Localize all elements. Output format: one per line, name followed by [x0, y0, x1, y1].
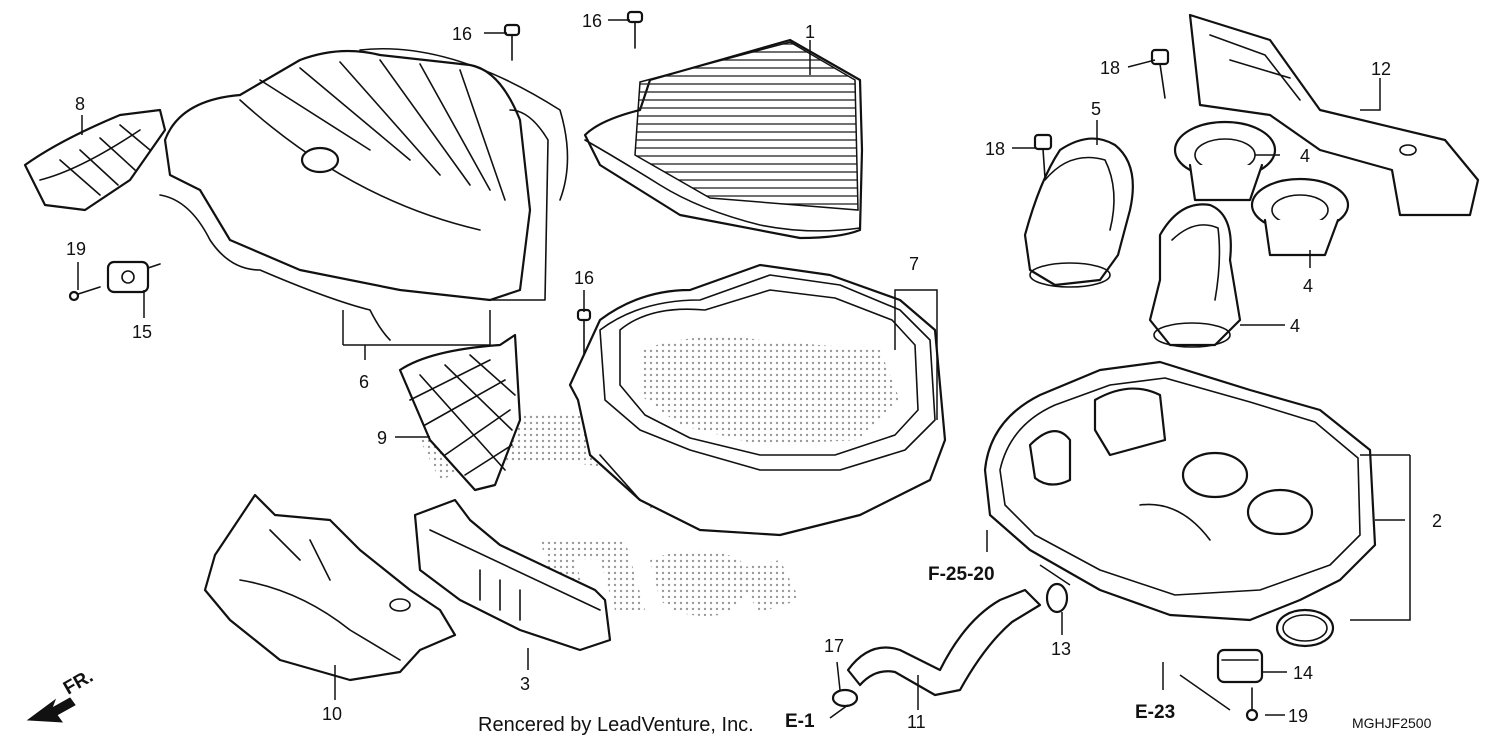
ref-f-25-20: F-25-20 [928, 564, 995, 585]
leader-lines [77, 19, 1411, 719]
part-12-plate [1188, 13, 1480, 217]
part-4-funnel-upper [1173, 120, 1277, 202]
part-4-funnel-right [1250, 177, 1350, 257]
part-18-screw-upper [1150, 48, 1170, 99]
part-8-intake-duct [23, 108, 167, 212]
part-3-bracket [413, 498, 612, 652]
callout-6: 6 [359, 372, 369, 392]
callout-17: 17 [824, 636, 844, 656]
callout-13: 13 [1051, 639, 1071, 659]
ref-e-23: E-23 [1135, 702, 1175, 723]
part-13-clip [1045, 582, 1069, 614]
part-7-air-cleaner-housing [568, 263, 947, 537]
part-11-drain-hose [846, 588, 1042, 697]
callout-4-right: 4 [1303, 276, 1313, 296]
callout-16-top: 16 [582, 11, 602, 31]
callout-labels: 1 2 3 4 4 4 5 6 7 8 9 10 11 12 13 14 15 … [66, 11, 1442, 732]
front-direction-arrow: FR. [26, 666, 97, 723]
callout-3: 3 [520, 674, 530, 694]
part-18-screw-lower [1033, 133, 1053, 179]
callout-10: 10 [322, 704, 342, 724]
part-6-air-cleaner-cover [159, 47, 569, 341]
part-9-grille [398, 333, 522, 492]
callout-8: 8 [75, 94, 85, 114]
part-5-intake-funnel [1023, 137, 1134, 288]
callout-16-center: 16 [574, 268, 594, 288]
callout-19-right: 19 [1288, 706, 1308, 726]
callout-12: 12 [1371, 59, 1391, 79]
part-15-sensor [106, 260, 161, 294]
callout-2: 2 [1432, 511, 1442, 531]
part-1-air-filter [583, 38, 864, 240]
part-19-screw-left [68, 286, 101, 302]
callout-19-left: 19 [66, 239, 86, 259]
diagram-code: MGHJF2500 [1352, 715, 1432, 731]
part-2-lower-housing [983, 360, 1377, 648]
part-17-clip [831, 688, 859, 708]
callout-14: 14 [1293, 663, 1313, 683]
front-label: FR. [60, 666, 97, 699]
callout-18-lower: 18 [985, 139, 1005, 159]
part-16-screw-top-center [626, 10, 644, 49]
part-4-funnel-lower [1148, 203, 1242, 348]
callout-7: 7 [909, 254, 919, 274]
callout-4-lower: 4 [1290, 316, 1300, 336]
part-14-sensor [1216, 648, 1264, 684]
part-16-screw-top-left [503, 23, 521, 61]
callout-4-upper: 4 [1300, 146, 1310, 166]
part-10-lower-cover [203, 493, 457, 682]
credit-text: Rencered by LeadVenture, Inc. [478, 714, 754, 736]
callout-9: 9 [377, 428, 387, 448]
callout-16-left: 16 [452, 24, 472, 44]
callout-11: 11 [907, 712, 926, 732]
part-19-screw-right [1245, 687, 1259, 722]
reference-codes: F-25-20 E-1 E-23 [785, 564, 1175, 732]
ref-e-1: E-1 [785, 711, 815, 732]
callout-5: 5 [1091, 99, 1101, 119]
callout-18-upper: 18 [1100, 58, 1120, 78]
callout-1: 1 [805, 22, 815, 42]
callout-15: 15 [132, 322, 152, 342]
